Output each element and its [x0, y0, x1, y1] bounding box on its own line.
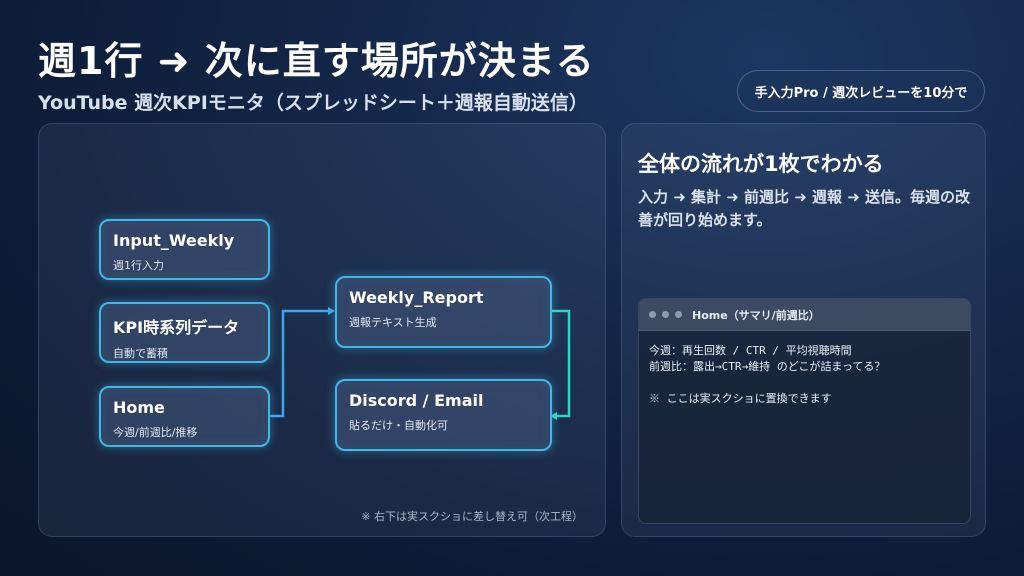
connector-home-to-report	[270, 309, 328, 418]
node-discord-email: Discord / Email 貼るだけ・自動化可	[335, 379, 552, 451]
node-description: 自動で蓄積	[113, 347, 168, 360]
node-home: Home 今週/前週比/推移	[99, 386, 270, 447]
window-dot-icon	[675, 311, 682, 318]
preview-window-title: Home（サマリ/前週比）	[692, 308, 820, 322]
connector-report-to-delivery	[552, 309, 571, 418]
summary-heading: 全体の流れが1枚でわかる	[638, 152, 884, 176]
preview-line: 前週比：露出→CTR→維持 のどこが詰まってる？	[649, 360, 886, 373]
summary-panel: 全体の流れが1枚でわかる 入力 ➜ 集計 ➜ 前週比 ➜ 週報 ➜ 送信。毎週の…	[621, 123, 986, 537]
summary-body: 入力 ➜ 集計 ➜ 前週比 ➜ 週報 ➜ 送信。毎週の改善が回り始めます。	[638, 188, 971, 229]
node-description: 週1行入力	[113, 259, 164, 272]
node-title: Weekly_Report	[349, 288, 484, 307]
page-title: 週1行 ➜ 次に直す場所が決まる	[38, 39, 595, 83]
node-weekly-report: Weekly_Report 週報テキスト生成	[335, 276, 552, 348]
node-input-weekly: Input_Weekly 週1行入力	[99, 219, 270, 280]
arrowhead-to-report	[328, 307, 335, 315]
node-description: 今週/前週比/推移	[113, 426, 198, 439]
flow-connectors	[270, 307, 571, 420]
preview-note: ※ ここは実スクショに置換できます	[649, 392, 832, 405]
node-title: KPI時系列データ	[113, 318, 240, 337]
node-title: Input_Weekly	[113, 231, 235, 250]
window-dot-icon	[649, 311, 656, 318]
page-subtitle: YouTube 週次KPIモニタ（スプレッドシート＋週報自動送信）	[38, 92, 588, 114]
preview-window-body: 今週：再生回数 / CTR / 平均視聴時間 前週比：露出→CTR→維持 のどこ…	[639, 331, 970, 419]
preview-line: 今週：再生回数 / CTR / 平均視聴時間	[649, 344, 852, 357]
feature-badge: 手入力Pro / 週次レビューを10分で	[737, 70, 985, 112]
node-kpi-timeseries: KPI時系列データ 自動で蓄積	[99, 302, 270, 363]
flow-diagram-panel: Input_Weekly 週1行入力 KPI時系列データ 自動で蓄積 Home …	[38, 123, 606, 537]
window-dot-icon	[662, 311, 669, 318]
node-title: Home	[113, 398, 165, 417]
node-title: Discord / Email	[349, 391, 484, 410]
footnote: ※ 右下は実スクショに差し替え可（次工程）	[361, 510, 583, 523]
node-description: 週報テキスト生成	[349, 316, 437, 329]
node-description: 貼るだけ・自動化可	[349, 419, 448, 432]
preview-window-titlebar: Home（サマリ/前週比）	[639, 299, 970, 331]
arrowhead-to-delivery	[550, 412, 557, 420]
preview-window: Home（サマリ/前週比） 今週：再生回数 / CTR / 平均視聴時間 前週比…	[638, 298, 971, 524]
